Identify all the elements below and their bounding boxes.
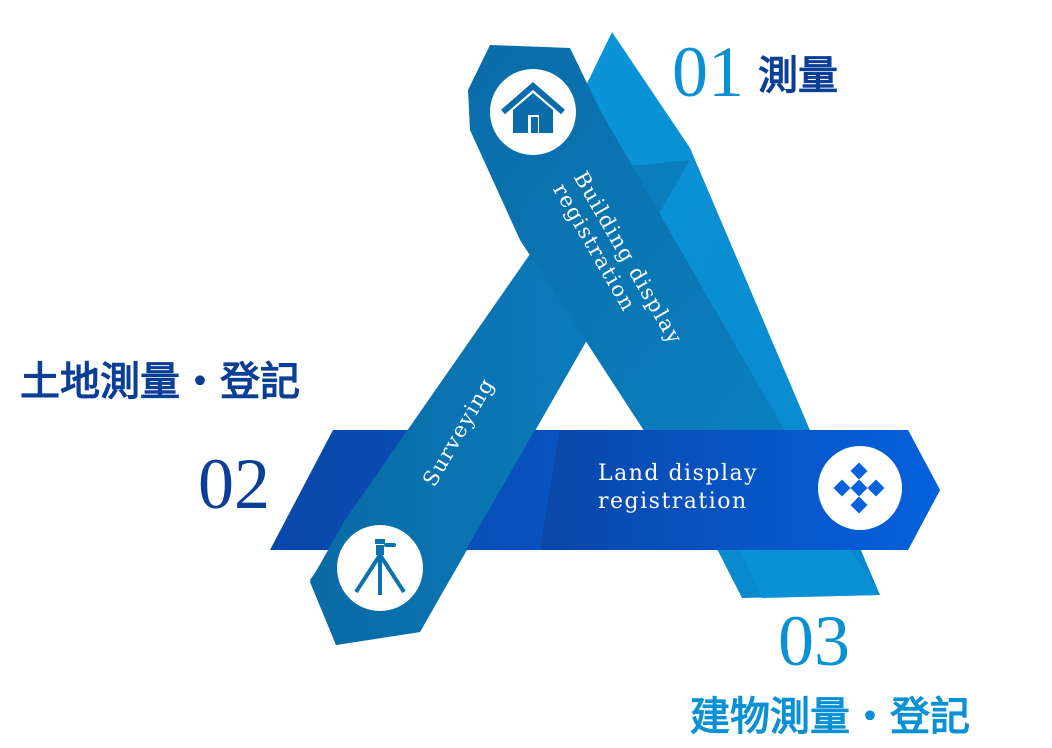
step-02-title: 土地測量・登記 [20,358,300,405]
diamond-grid-icon [818,446,902,530]
band-text-land-line1: Land display [598,461,759,486]
band-right-lower [740,550,880,598]
step-03-number: 03 [778,601,850,681]
step-01-title: 測量 [758,52,838,99]
band-text-land: Land display registration [598,460,758,516]
house-icon [490,69,576,155]
step-03-title: 建物測量・登記 [690,693,970,740]
step-02-number: 02 [198,444,270,524]
step-01-number: 01 [672,32,744,112]
tripod-icon [337,525,423,611]
band-text-land-line2: registration [598,489,748,514]
